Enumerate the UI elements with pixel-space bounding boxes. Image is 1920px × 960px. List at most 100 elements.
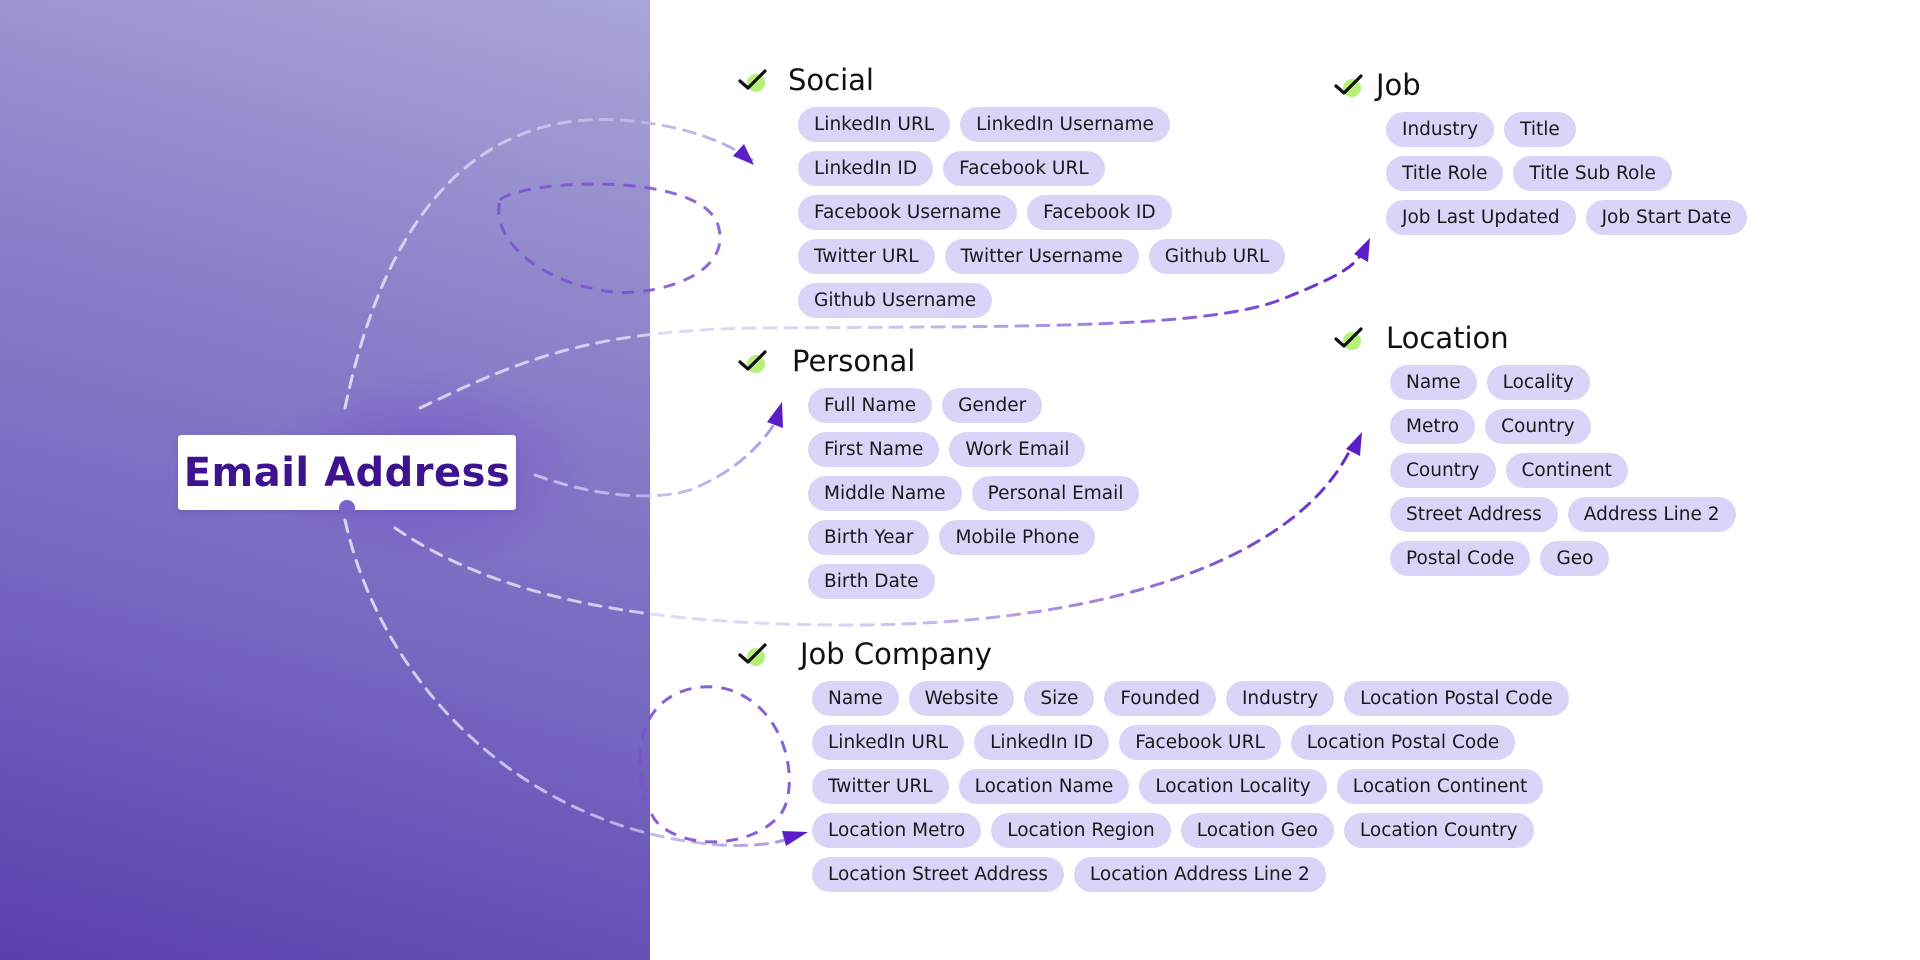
field-chip: Location Geo — [1180, 813, 1334, 848]
field-chip: Facebook Username — [798, 195, 1018, 230]
field-chip: Twitter URL — [798, 239, 935, 274]
field-chip: Address Line 2 — [1567, 497, 1736, 532]
field-chip: Continent — [1505, 453, 1628, 488]
chip-row: Full Name Gender — [808, 388, 1139, 423]
field-chip: Founded — [1104, 681, 1216, 716]
field-chip: Size — [1024, 681, 1095, 716]
chip-row: Postal Code Geo — [1390, 541, 1736, 576]
field-chip: LinkedIn Username — [960, 107, 1170, 142]
field-chip: First Name — [808, 432, 940, 467]
group-title: Job — [1376, 68, 1421, 102]
group-title: Social — [788, 63, 874, 97]
chip-row: Location Street Address Location Address … — [812, 857, 1569, 892]
field-chip: Location Country — [1343, 813, 1534, 848]
chip-row: Birth Date — [808, 564, 1139, 599]
field-chip: Location Postal Code — [1290, 725, 1516, 760]
field-chip: Birth Date — [808, 564, 935, 599]
field-chip: Location Postal Code — [1344, 681, 1569, 716]
field-chip: LinkedIn ID — [974, 725, 1110, 760]
group-header: Location — [1334, 318, 1736, 358]
group-title: Personal — [792, 344, 916, 378]
field-chip: Location Street Address — [812, 857, 1064, 892]
chip-row: Birth Year Mobile Phone — [808, 520, 1139, 555]
field-chip: Location Region — [991, 813, 1171, 848]
chip-row: Location Metro Location Region Location Ge… — [812, 813, 1569, 848]
field-chip: Name — [1390, 365, 1477, 400]
field-chip: Mobile Phone — [939, 520, 1096, 555]
field-chip: Industry — [1225, 681, 1335, 716]
field-chip: Github URL — [1148, 239, 1286, 274]
field-chip: Locality — [1486, 365, 1590, 400]
chip-row: Facebook Username Facebook ID — [798, 195, 1285, 230]
field-chip: Street Address — [1390, 497, 1558, 532]
group-header: Personal — [738, 341, 1139, 381]
group-header: Social — [738, 60, 1285, 100]
field-chip: Facebook URL — [1119, 725, 1281, 760]
field-chip: Location Name — [958, 769, 1130, 804]
field-chip: Work Email — [949, 432, 1086, 467]
field-chip: Middle Name — [808, 476, 962, 511]
chip-row: Github Username — [798, 283, 1285, 318]
field-chip: Facebook URL — [943, 151, 1105, 186]
chip-row: Industry Title — [1386, 112, 1747, 147]
field-chip: Facebook ID — [1027, 195, 1172, 230]
field-chip: Country — [1390, 453, 1496, 488]
group-header: Job — [1334, 65, 1747, 105]
field-chip: Name — [812, 681, 899, 716]
field-chip: Location Locality — [1139, 769, 1327, 804]
group-title: Job Company — [800, 637, 992, 671]
field-chip: Job Start Date — [1585, 200, 1748, 235]
group-title: Location — [1386, 321, 1509, 355]
chip-row: Twitter URL Location Name Location Localit… — [812, 769, 1569, 804]
field-chip: Job Last Updated — [1386, 200, 1576, 235]
field-chip: Title — [1504, 112, 1576, 147]
field-chip: Geo — [1540, 541, 1610, 576]
field-chip: Twitter URL — [812, 769, 949, 804]
field-chip: Country — [1485, 409, 1591, 444]
chip-row: LinkedIn ID Facebook URL — [798, 151, 1285, 186]
group-header: Job Company — [738, 634, 1569, 674]
field-chip: Personal Email — [971, 476, 1140, 511]
chip-row: Metro Country — [1390, 409, 1736, 444]
field-chip: Metro — [1390, 409, 1476, 444]
field-chip: LinkedIn ID — [798, 151, 934, 186]
check-icon — [1334, 74, 1363, 97]
field-chip: LinkedIn URL — [798, 107, 951, 142]
field-chip: Github Username — [798, 283, 993, 318]
check-icon — [738, 643, 767, 666]
chip-row: Name Locality — [1390, 365, 1736, 400]
check-icon — [738, 350, 767, 373]
field-chip: Location Address Line 2 — [1073, 857, 1326, 892]
chip-row: LinkedIn URL LinkedIn ID Facebook URL Locat… — [812, 725, 1569, 760]
field-chip: Postal Code — [1390, 541, 1531, 576]
chip-row: Title Role Title Sub Role — [1386, 156, 1747, 191]
field-chip: Title Sub Role — [1513, 156, 1672, 191]
field-chip: Location Continent — [1336, 769, 1544, 804]
chip-row: Twitter URL Twitter Username Github URL — [798, 239, 1286, 274]
field-chip: Twitter Username — [944, 239, 1139, 274]
field-chip: LinkedIn URL — [812, 725, 965, 760]
connector-dot — [339, 500, 355, 516]
chip-row: LinkedIn URL LinkedIn Username — [798, 107, 1285, 142]
check-icon — [1334, 327, 1363, 350]
source-label: Email Address — [183, 449, 511, 496]
check-icon — [738, 69, 767, 92]
field-chip: Birth Year — [808, 520, 930, 555]
chip-row: Job Last Updated Job Start Date — [1386, 200, 1748, 235]
field-chip: Location Metro — [812, 813, 982, 848]
field-chip: Industry — [1386, 112, 1495, 147]
field-chip: Gender — [942, 388, 1043, 423]
chip-row: First Name Work Email — [808, 432, 1139, 467]
chip-row: Street Address Address Line 2 — [1390, 497, 1736, 532]
chip-row: Country Continent — [1390, 453, 1736, 488]
field-chip: Title Role — [1386, 156, 1504, 191]
field-chip: Full Name — [808, 388, 933, 423]
